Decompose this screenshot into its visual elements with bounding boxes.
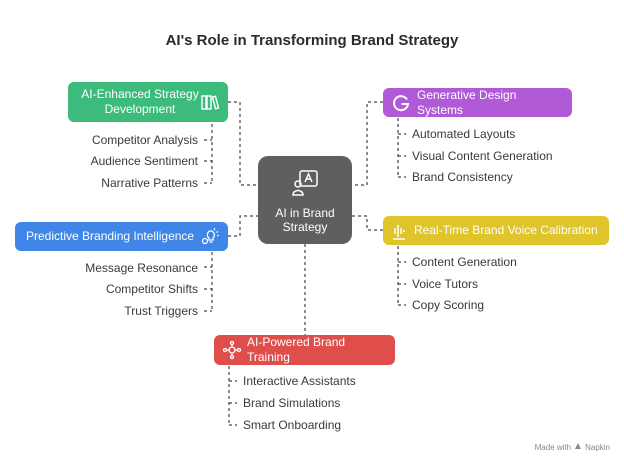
branch-voice: Real-Time Brand Voice Calibration <box>383 216 609 245</box>
voice-item: Content Generation <box>412 255 517 269</box>
network-brain-icon <box>222 340 242 360</box>
branch-strategy: AI-Enhanced Strategy Development <box>68 82 228 122</box>
books-icon <box>200 92 220 112</box>
training-item: Smart Onboarding <box>243 418 342 432</box>
predictive-item: Trust Triggers <box>124 304 198 318</box>
ai-person-icon <box>290 168 320 198</box>
branch-design-label: Generative Design Systems <box>417 87 517 117</box>
training-item: Interactive Assistants <box>243 374 356 388</box>
voice-signal-icon <box>389 221 409 241</box>
footer-brand: Napkin <box>585 442 610 452</box>
made-with-footer: Made with Napkin <box>535 442 610 452</box>
google-g-icon <box>391 93 411 113</box>
branch-strategy-label: AI-Enhanced Strategy Development <box>81 87 199 116</box>
predictive-item: Competitor Shifts <box>105 282 198 296</box>
napkin-logo-icon <box>574 442 582 452</box>
branch-predictive: Predictive Branding Intelligence <box>15 222 228 251</box>
predictive-item: Message Resonance <box>85 261 198 275</box>
branch-training: AI-Powered Brand Training <box>214 335 395 365</box>
branch-training-label: AI-Powered Brand Training <box>247 335 346 364</box>
training-item: Brand Simulations <box>243 396 341 410</box>
lightbulb-gears-icon <box>200 227 220 247</box>
center-label: AI in Brand Strategy <box>275 206 335 234</box>
branch-predictive-label: Predictive Branding Intelligence <box>26 229 195 243</box>
voice-item: Voice Tutors <box>412 277 479 291</box>
design-item: Brand Consistency <box>412 170 513 184</box>
footer-text: Made with <box>534 442 572 452</box>
branch-design: Generative Design Systems <box>383 88 572 117</box>
diagram-title: AI's Role in Transforming Brand Strategy <box>165 32 459 49</box>
center-node: AI in Brand Strategy <box>258 156 352 244</box>
strategy-item: Audience Sentiment <box>90 154 198 168</box>
design-item: Visual Content Generation <box>412 149 553 163</box>
strategy-item: Competitor Analysis <box>91 133 198 147</box>
design-item: Automated Layouts <box>412 127 516 141</box>
branch-voice-label: Real-Time Brand Voice Calibration <box>414 223 598 237</box>
strategy-item: Narrative Patterns <box>101 176 198 190</box>
voice-item: Copy Scoring <box>412 298 485 312</box>
